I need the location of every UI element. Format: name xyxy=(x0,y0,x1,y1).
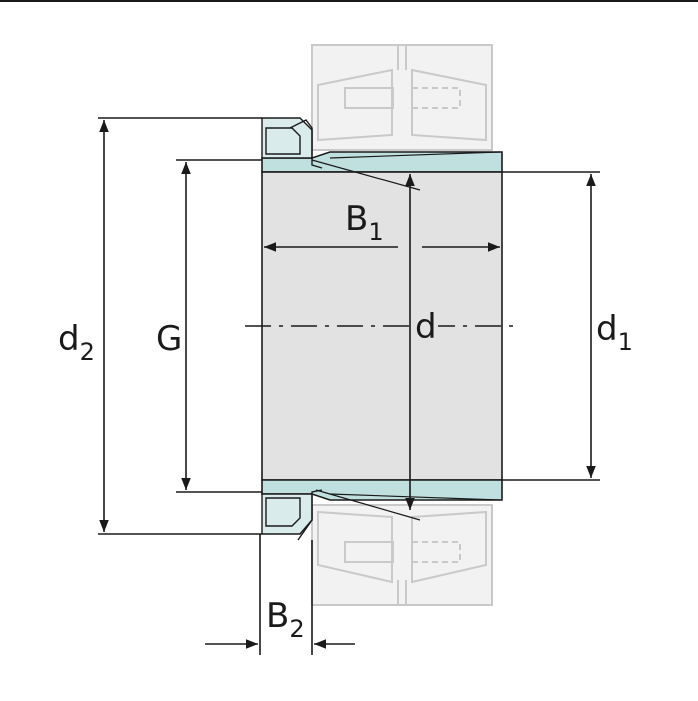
label-d1: d1 xyxy=(596,309,633,356)
label-d-bg xyxy=(414,308,438,344)
label-b1-bg xyxy=(342,198,390,242)
leader-line-top xyxy=(311,159,421,191)
label-b1: B1 xyxy=(345,199,384,246)
bearing-outline-top xyxy=(311,44,493,151)
leader-line-bottom xyxy=(315,489,421,521)
label-b2: B2 xyxy=(266,596,305,643)
label-d2: d2 xyxy=(58,319,95,366)
lock-nut-top xyxy=(261,117,323,169)
label-g: G xyxy=(156,319,182,359)
label-d: d xyxy=(415,307,437,347)
bearing-outline-bottom xyxy=(311,504,493,606)
lock-nut-bottom xyxy=(261,489,323,541)
